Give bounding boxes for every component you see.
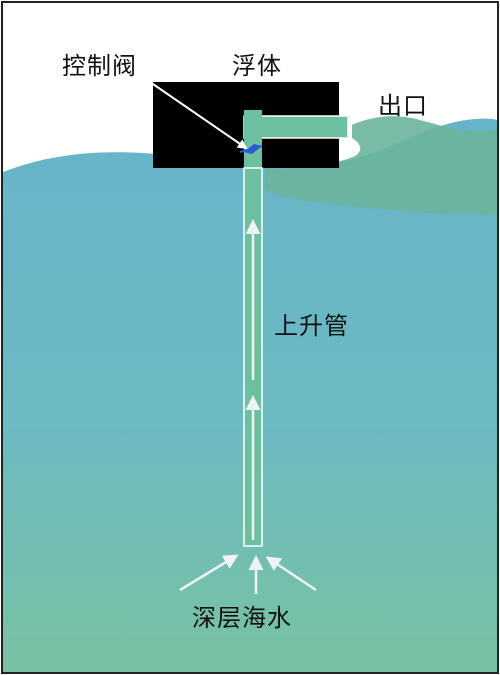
- valve-pointer: [149, 81, 248, 150]
- riser-label: 上升管: [274, 312, 349, 340]
- control-valve-label: 控制阀: [62, 52, 137, 80]
- inflow-arrow-icon: [265, 556, 317, 592]
- valve-line: [239, 145, 263, 153]
- outlet-mouth: [348, 116, 352, 138]
- outlet-label: 出口: [378, 92, 428, 120]
- deep-water-label: 深层海水: [192, 604, 292, 632]
- float-label: 浮体: [232, 52, 282, 80]
- outflow-water: [265, 116, 497, 215]
- float-inner-pipe: [244, 110, 262, 168]
- inflow-arrow-icon: [179, 554, 239, 592]
